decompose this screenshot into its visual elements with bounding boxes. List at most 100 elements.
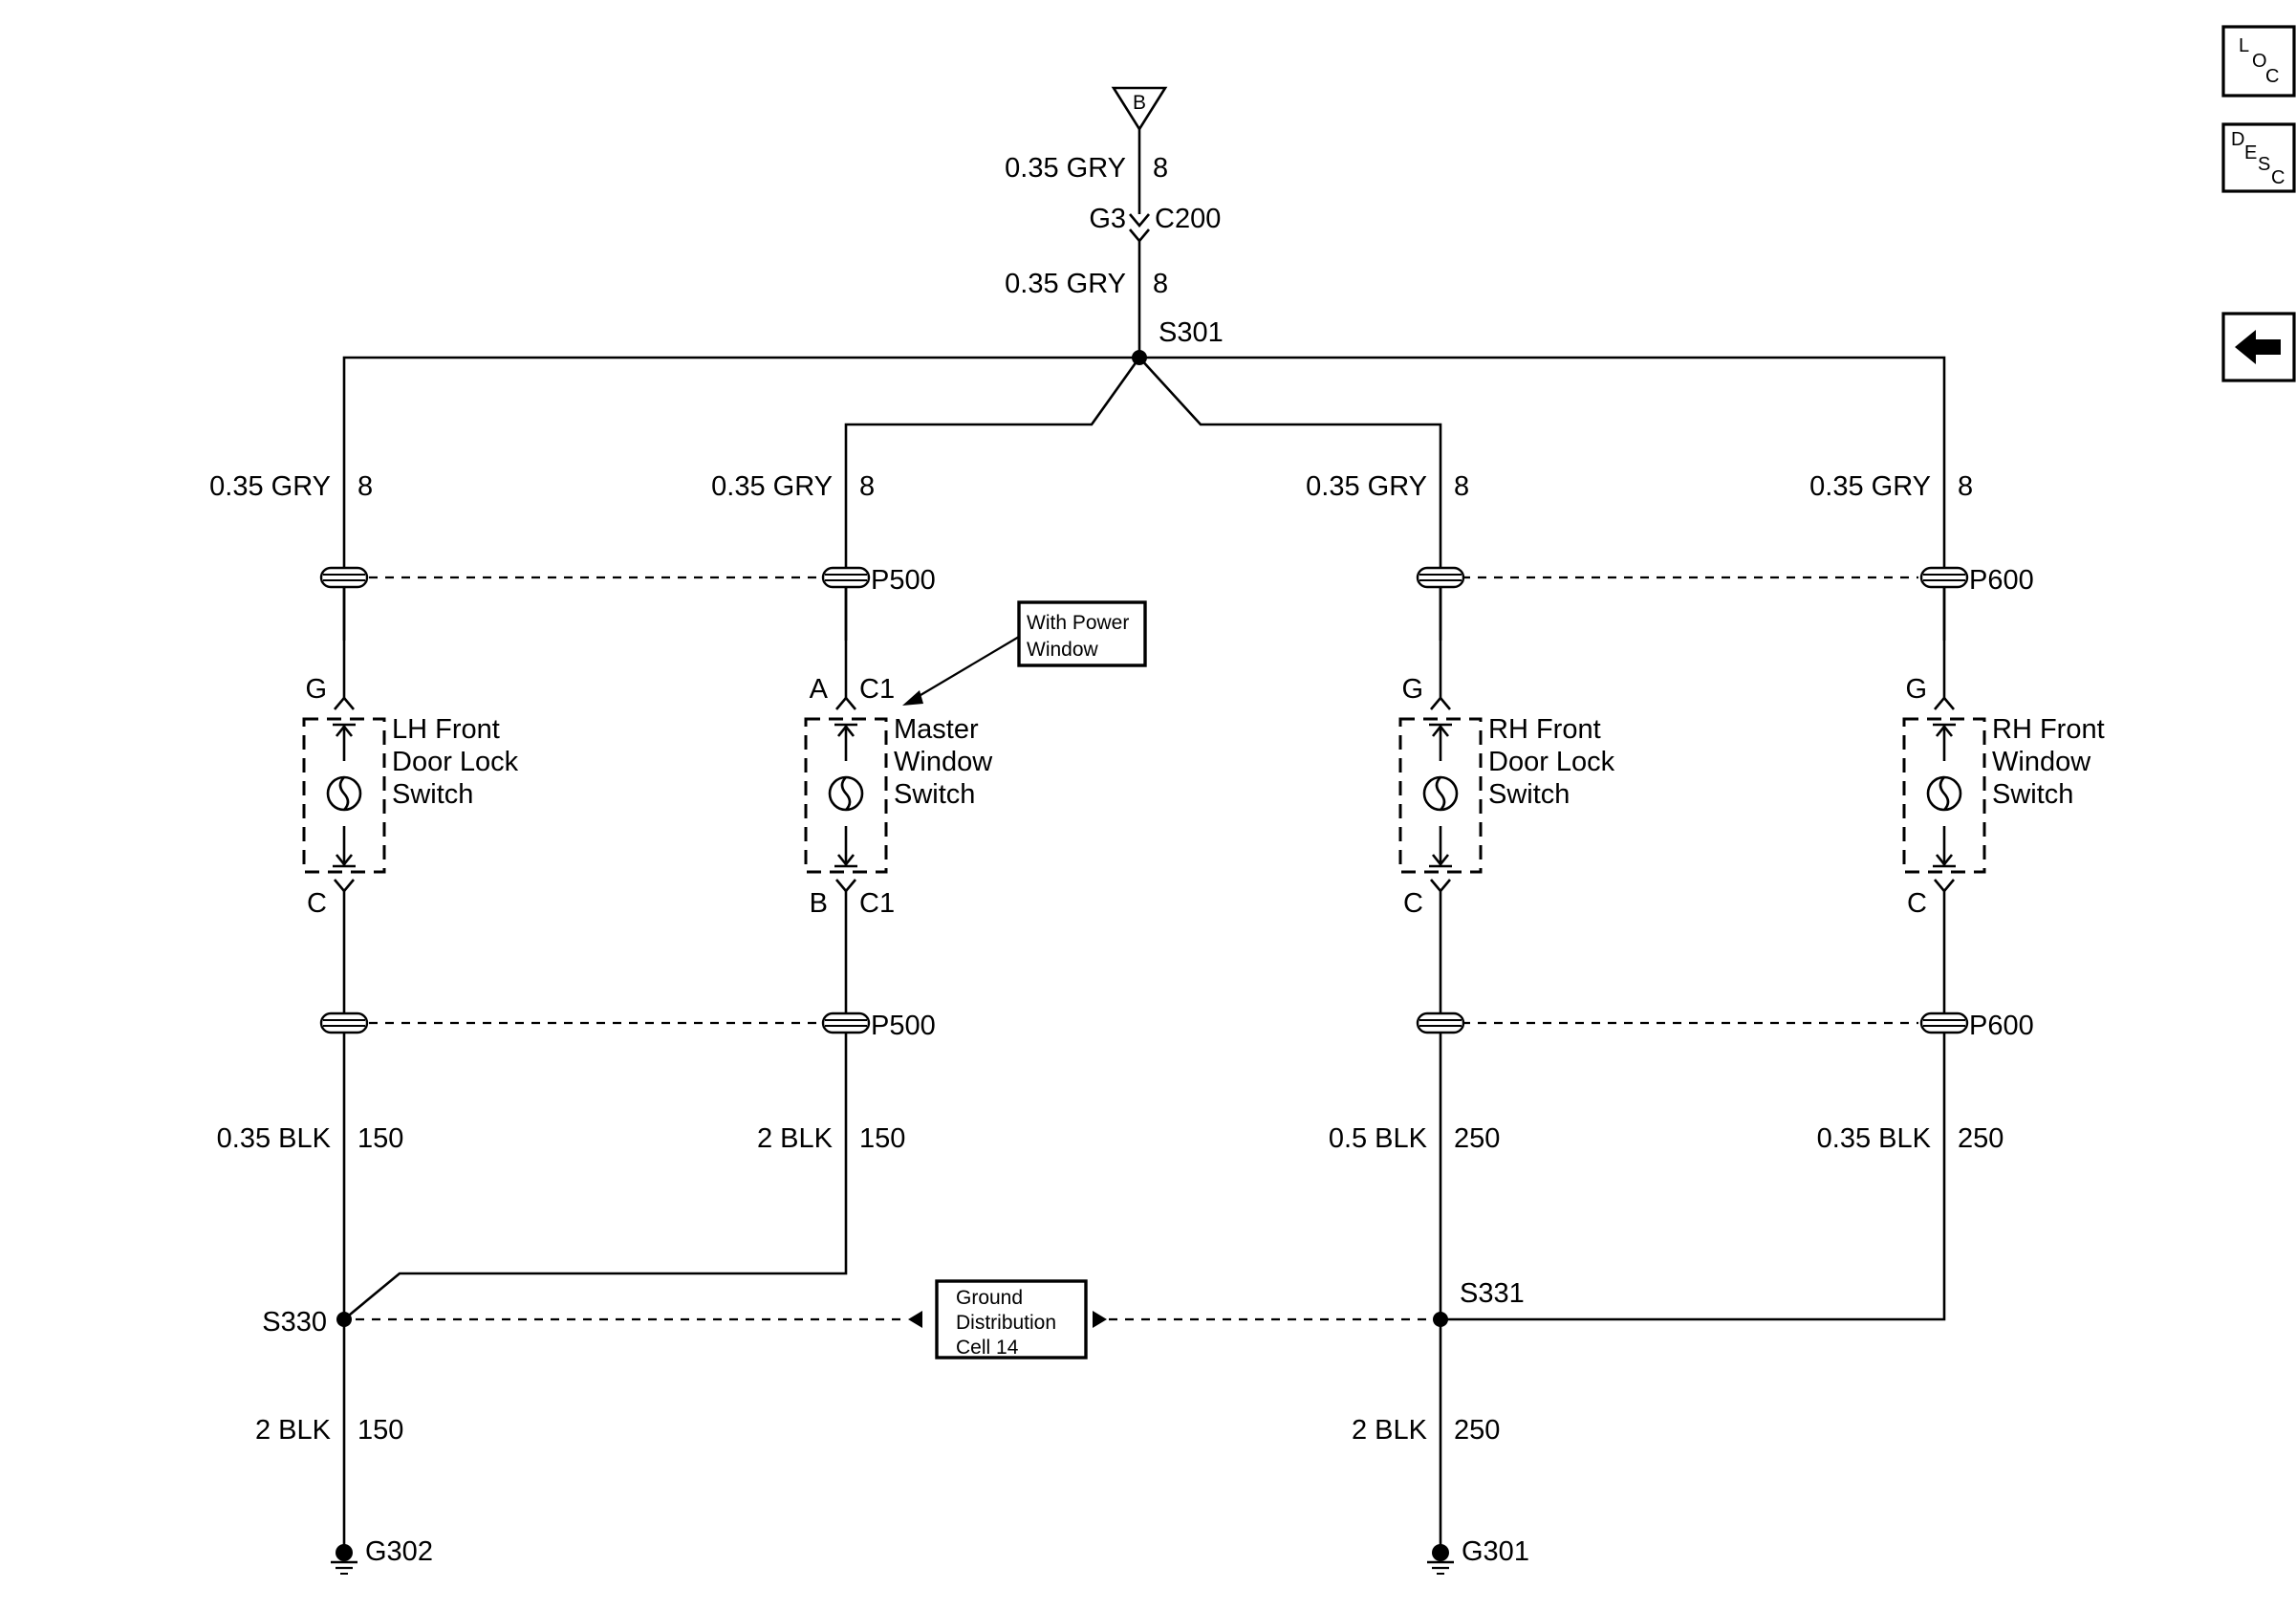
col1-component-line3: Switch [392, 779, 473, 810]
loc-letter-3: C [2265, 66, 2279, 87]
ground-right-wire-color: 2 BLK [1352, 1415, 1428, 1446]
splice-s331 [1433, 1312, 1448, 1327]
p600-bottom-label: P600 [1969, 1011, 2034, 1041]
col4-component-line3: Switch [1992, 779, 2073, 810]
col4-wire-color-bottom: 0.35 BLK [1817, 1123, 1932, 1154]
col1-circuit-top: 8 [357, 471, 373, 502]
col1-component-line1: LH Front [392, 714, 500, 745]
feed-circuit-1: 8 [1153, 153, 1168, 184]
splice-s330 [336, 1312, 352, 1327]
splice-s331-label: S331 [1460, 1278, 1525, 1309]
lh-front-door-lock-switch [302, 695, 386, 894]
feed-wire-color-1: 0.35 GRY [1005, 153, 1126, 184]
col1-component-line2: Door Lock [392, 747, 519, 777]
feed-wire-color-2: 0.35 GRY [1005, 269, 1126, 299]
col3-component-line1: RH Front [1488, 714, 1601, 745]
col3-pin-top: G [1401, 674, 1423, 705]
col2-component-line1: Master [894, 714, 979, 745]
ground-g301-icon [1427, 1530, 1454, 1575]
power-source-b: B [1111, 86, 1168, 132]
desc-letter-3: S [2258, 154, 2270, 175]
col4-pin-top: G [1905, 674, 1927, 705]
master-window-switch [804, 695, 888, 894]
c200-label: C200 [1155, 204, 1221, 234]
col3-circuit-bottom: 250 [1454, 1123, 1500, 1154]
inner-bus-wire [844, 355, 1442, 641]
desc-letter-1: D [2231, 129, 2244, 150]
desc-letter-4: C [2271, 167, 2285, 188]
ground-g302-label: G302 [365, 1536, 433, 1567]
p500-bottom-connector-master [821, 1012, 871, 1034]
ground-box-line1: Ground [956, 1287, 1023, 1309]
col4-pin-bottom: C [1907, 888, 1927, 919]
p500-top-connector-lh [319, 566, 369, 589]
col3-wire-color-bottom: 0.5 BLK [1329, 1123, 1428, 1154]
p500-bottom-connector-lh [319, 1012, 369, 1034]
col1-circuit-bottom: 150 [357, 1123, 403, 1154]
col4-component-line2: Window [1992, 747, 2091, 777]
note-line2: Window [1027, 639, 1099, 661]
outer-bus-wire [342, 356, 1946, 641]
desc-letter-2: E [2244, 142, 2257, 163]
ground-box-line2: Distribution [956, 1312, 1056, 1334]
rh-front-door-lock-switch [1398, 695, 1483, 894]
col3-component-line3: Switch [1488, 779, 1570, 810]
col1-pin-top: G [305, 674, 327, 705]
col4-component-line1: RH Front [1992, 714, 2105, 745]
col1-wire-color-top: 0.35 GRY [209, 471, 331, 502]
col4-circuit-top: 8 [1958, 471, 1973, 502]
col2-conn-bottom: C1 [859, 888, 895, 919]
col3-pin-bottom: C [1403, 888, 1423, 919]
col2-conn-top: C1 [859, 674, 895, 705]
col4-wire-color-top: 0.35 GRY [1809, 471, 1931, 502]
col2-component-line2: Window [894, 747, 993, 777]
splice-s330-label: S330 [262, 1307, 327, 1338]
col3-component-line2: Door Lock [1488, 747, 1615, 777]
source-label: B [1133, 92, 1146, 114]
with-power-window-note: With Power Window [902, 600, 1147, 706]
ground-left-circuit: 150 [357, 1415, 403, 1446]
ground-left-wire-color: 2 BLK [255, 1415, 332, 1446]
p600-bottom-connector-rh-window [1919, 1012, 1969, 1034]
lower-wires [342, 1033, 1946, 1530]
p600-top-label: P600 [1969, 565, 2034, 596]
col2-wire-color-bottom: 2 BLK [757, 1123, 834, 1154]
col2-pin-bottom: B [810, 888, 828, 919]
splice-s301-label: S301 [1159, 317, 1224, 348]
c200-pin: G3 [1089, 204, 1126, 234]
rh-front-window-switch [1902, 695, 1986, 894]
ground-ref-arrow-right [1093, 1311, 1107, 1328]
col1-wire-color-bottom: 0.35 BLK [217, 1123, 332, 1154]
note-line1: With Power [1027, 612, 1129, 634]
col4-circuit-bottom: 250 [1958, 1123, 2004, 1154]
col2-wire-color-top: 0.35 GRY [711, 471, 833, 502]
desc-button[interactable]: D E S C [2221, 122, 2296, 193]
switch-region-wires [342, 587, 1946, 1013]
col2-circuit-bottom: 150 [859, 1123, 905, 1154]
col3-circuit-top: 8 [1454, 471, 1469, 502]
col2-pin-top: A [810, 674, 829, 705]
col2-component-line3: Switch [894, 779, 975, 810]
ground-ref-arrow-left [908, 1311, 922, 1328]
p600-top-connector-rh-lock [1416, 566, 1465, 589]
ground-g302-icon [331, 1530, 357, 1575]
p500-top-label: P500 [871, 565, 936, 596]
ground-distribution-link[interactable]: Ground Distribution Cell 14 [935, 1279, 1088, 1360]
col1-pin-bottom: C [307, 888, 327, 919]
p500-top-connector-master [821, 566, 871, 589]
connector-c200-symbol [1129, 213, 1150, 244]
left-arrow-icon [2235, 330, 2281, 364]
loc-letter-1: L [2239, 35, 2249, 56]
ground-g301-label: G301 [1462, 1536, 1529, 1567]
ground-right-circuit: 250 [1454, 1415, 1500, 1446]
ground-box-line3: Cell 14 [956, 1337, 1019, 1359]
col3-wire-color-top: 0.35 GRY [1306, 471, 1427, 502]
feed-circuit-2: 8 [1153, 269, 1168, 299]
back-button[interactable] [2221, 312, 2296, 382]
p600-top-connector-rh-window [1919, 566, 1969, 589]
loc-letter-2: O [2252, 51, 2267, 72]
loc-button[interactable]: L O C [2221, 25, 2296, 98]
p600-bottom-connector-rh-lock [1416, 1012, 1465, 1034]
col2-circuit-top: 8 [859, 471, 875, 502]
